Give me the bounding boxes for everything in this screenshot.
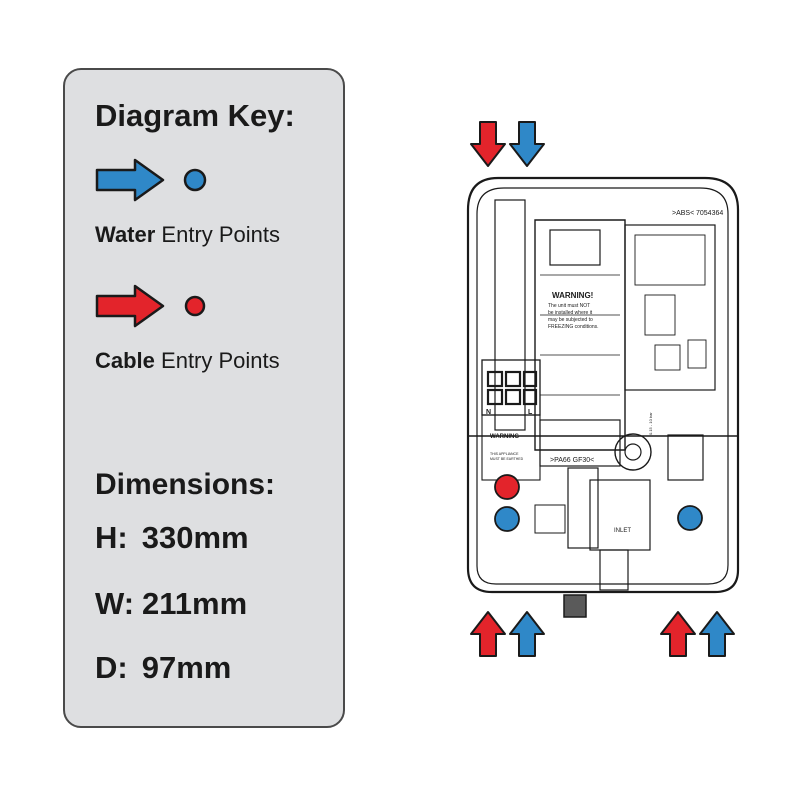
cable-arrow-icon: [95, 284, 165, 328]
water-entry-point-right-icon: [677, 505, 703, 531]
warning-small-line-1: THIS APPLIANCE: [490, 452, 519, 456]
label-material: >PA66 GF30<: [550, 457, 594, 464]
dimensions-title: Dimensions:: [95, 468, 276, 501]
top-water-arrow-icon: [509, 121, 545, 167]
cable-entry-point-icon: [494, 474, 520, 500]
terminal-l: L: [528, 409, 533, 416]
unit-casing: [466, 176, 740, 594]
terminal-n: N: [486, 409, 491, 416]
warning-small-title: WARNING: [490, 434, 519, 440]
label-inlet: INLET: [614, 528, 631, 534]
cable-dot-icon: [184, 295, 206, 317]
warning-line-4: FREEZING conditions.: [548, 324, 599, 330]
water-dot-icon: [183, 168, 207, 192]
label-pressure: 0.15 - 10 bar: [648, 412, 653, 435]
warning-line-1: The unit must NOT: [548, 303, 590, 309]
warning-title: WARNING!: [552, 291, 593, 300]
bottom-right-water-arrow-icon: [699, 611, 735, 657]
shower-unit-diagram: >ABS< 7054364 WARNING! The unit must NOT…: [466, 121, 740, 657]
label-abs: >ABS<: [672, 210, 694, 217]
dimension-height: H:330mm: [95, 520, 249, 555]
water-legend-graphic: [95, 158, 207, 202]
warning-small-line-2: MUST BE EARTHED: [490, 457, 524, 461]
water-legend-label: Water Entry Points: [95, 222, 281, 247]
outlet-connector: [563, 594, 587, 618]
top-cable-arrow-icon: [470, 121, 506, 167]
warning-line-3: may be subjected to: [548, 317, 593, 323]
bottom-left-cable-arrow-icon: [470, 611, 506, 657]
dimension-depth: D:97mm: [95, 650, 232, 685]
water-arrow-icon: [95, 158, 165, 202]
bottom-left-water-arrow-icon: [509, 611, 545, 657]
dimension-width: W:211mm: [95, 586, 248, 621]
warning-line-2: be installed where it: [548, 310, 593, 316]
diagram-key-panel: Diagram Key: Water Entry Points Cable En…: [63, 68, 345, 728]
water-entry-point-left-icon: [494, 506, 520, 532]
key-title: Diagram Key:: [95, 98, 295, 133]
label-code: 7054364: [696, 210, 723, 217]
cable-legend-label: Cable Entry Points: [95, 348, 280, 373]
bottom-right-cable-arrow-icon: [660, 611, 696, 657]
cable-legend-graphic: [95, 284, 206, 328]
